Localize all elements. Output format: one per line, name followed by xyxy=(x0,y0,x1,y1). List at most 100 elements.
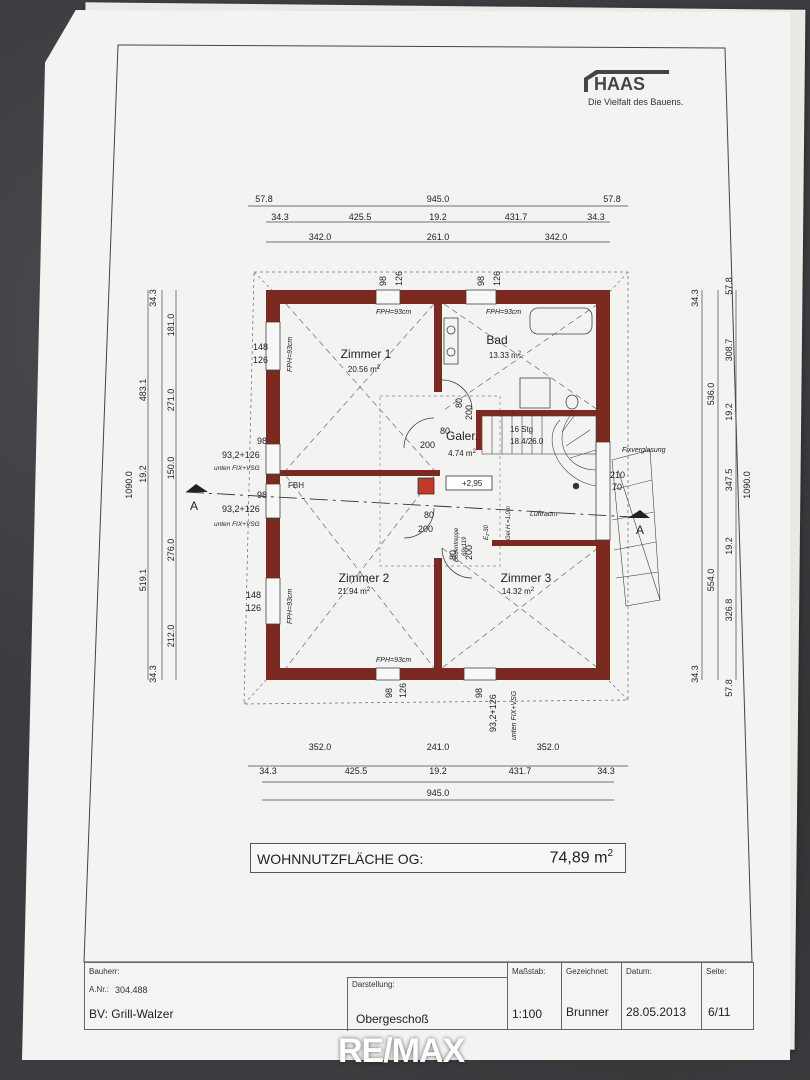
dim-right-in-d: 347.5 xyxy=(724,469,734,492)
dim-left-in-e: 276.0 xyxy=(166,539,176,562)
win-126-bot-1: 126 xyxy=(398,683,408,698)
gelh: Gel.H.=1,0m xyxy=(506,506,512,540)
fbh: FBH xyxy=(288,481,304,490)
dim-top-2-a: 34.3 xyxy=(271,212,289,222)
dim-top-2-c: 19.2 xyxy=(429,212,447,222)
sq-4: 2 xyxy=(367,587,371,593)
haas-logo-icon: HAAS xyxy=(584,70,669,92)
sq-5: 2 xyxy=(531,587,535,593)
room-bad-area: 13.33 m xyxy=(489,351,518,360)
svg-text:14.32 m2: 14.32 m2 xyxy=(502,587,535,596)
dim-right-in-g: 34.3 xyxy=(690,665,700,683)
dim-top-3-b: 261.0 xyxy=(427,232,450,242)
unten-2: unten FIX+VSG xyxy=(214,521,260,528)
section-line xyxy=(185,491,651,519)
dim-top-2-b: 425.5 xyxy=(349,212,372,222)
tb-massstab: 1:100 xyxy=(512,1007,543,1021)
win-148-2: 148 xyxy=(246,590,261,600)
dim-bot-2-a: 34.3 xyxy=(259,766,277,776)
fph-left-2: FPH=93cm xyxy=(287,589,294,624)
win-98-2: 98 xyxy=(257,490,267,500)
svg-text:13.33 m2: 13.33 m2 xyxy=(489,351,522,360)
tb-darstellung: Obergeschoß xyxy=(356,1012,429,1026)
tb-massstab-label: Maßstab: xyxy=(512,967,546,976)
win-126-1: 126 xyxy=(253,355,268,365)
level-mark: +2,95 xyxy=(462,479,483,488)
dim-bot-1-b: 241.0 xyxy=(427,742,450,752)
tb-bauherr-label: Bauherr: xyxy=(89,967,120,976)
haas-logo-text: HAAS xyxy=(594,74,645,92)
win-126-top-2: 126 xyxy=(492,271,502,286)
e230: E₂-30 xyxy=(484,524,490,540)
tb-anr: 304.488 xyxy=(115,985,148,995)
tb-datum-label: Datum: xyxy=(626,967,652,976)
height-210: 210 xyxy=(610,470,625,480)
brand-block: HAAS Die Vielfalt des Bauens. xyxy=(548,60,718,112)
door-200-3: 200 xyxy=(464,405,474,420)
dim-bot-2-d: 431.7 xyxy=(509,766,532,776)
tb-seite-label: Seite: xyxy=(706,967,727,976)
tb-cell-massstab: Maßstab: 1:100 xyxy=(507,963,561,1029)
fixverglasung: Fixverglasung xyxy=(622,447,666,454)
door-200-4: 200 xyxy=(464,545,474,560)
height-70: 70 xyxy=(612,482,622,492)
win-93-bot: 93,2+126 xyxy=(488,694,498,732)
dim-right-mid-c: 554.0 xyxy=(706,569,716,592)
paper-sheet xyxy=(22,10,790,1060)
door-80-3: 80 xyxy=(424,510,434,520)
sheet-frame xyxy=(83,44,753,963)
bodentreppe: Bodentreppe xyxy=(454,527,460,562)
dim-left-outer: 1090.0 xyxy=(124,471,134,499)
dim-left-in-g: 34.3 xyxy=(148,665,158,683)
room-galer-area: 4.74 m xyxy=(448,449,473,458)
sq-1: 2 xyxy=(377,365,381,371)
unten-3: unten FIX+VSG xyxy=(511,690,518,740)
win-98-bot-2: 98 xyxy=(474,688,484,698)
door-200-2: 200 xyxy=(418,524,433,534)
unten-1: unten FIX+VSG xyxy=(214,465,260,472)
door-200-1: 200 xyxy=(420,440,435,450)
door-80-1: 80 xyxy=(454,398,464,408)
brand-tagline: Die Vielfalt des Bauens. xyxy=(588,97,684,107)
room-zimmer3-area: 14.32 m xyxy=(502,587,531,596)
room-zimmer1-name: Zimmer 1 xyxy=(341,347,392,361)
win-98-top-2: 98 xyxy=(476,276,486,286)
dim-right-in-f: 326.8 xyxy=(724,599,734,622)
tb-darstellung-label: Darstellung: xyxy=(352,980,395,989)
tb-cell-gezeichnet: Gezeichnet: Brunner xyxy=(561,963,621,1029)
dim-right-mid-b: 536.0 xyxy=(706,383,716,406)
room-zimmer1-area: 20.56 m xyxy=(348,365,377,374)
dim-left-in-a: 34.3 xyxy=(148,289,158,307)
dim-top-1-a: 57.8 xyxy=(255,194,273,204)
tb-cell-darstellung: Darstellung: Obergeschoß xyxy=(347,977,507,1031)
door-80-2: 80 xyxy=(440,426,450,436)
dim-bot-2-c: 19.2 xyxy=(429,766,447,776)
dim-top-1-b: 945.0 xyxy=(427,194,450,204)
stairs-count: 16 Stg xyxy=(510,425,533,434)
title-block: Bauherr: A.Nr.: 304.488 BV: Grill-Walzer… xyxy=(84,962,754,1031)
tb-gezeichnet: Brunner xyxy=(566,1005,609,1019)
room-zimmer2-area: 21.94 m xyxy=(338,587,367,596)
dim-left-in-f: 212.0 xyxy=(166,625,176,648)
dim-top-3-c: 342.0 xyxy=(545,232,568,242)
dim-bot-2-e: 34.3 xyxy=(597,766,615,776)
svg-text:4.74 m2: 4.74 m2 xyxy=(448,449,476,458)
win-98-bot-1: 98 xyxy=(384,688,394,698)
win-126-2: 126 xyxy=(246,603,261,613)
dim-top-3-a: 342.0 xyxy=(309,232,332,242)
win-98-1: 98 xyxy=(257,436,267,446)
stairs-size: 18.4/26.0 xyxy=(510,437,544,446)
win-98-top-1: 98 xyxy=(378,276,388,286)
chimney xyxy=(417,477,435,495)
fph-left-1: FPH=93cm xyxy=(287,337,294,372)
room-galer-name: Galer. xyxy=(446,429,478,443)
area-summary-number: 74,89 m xyxy=(549,849,608,867)
dim-top-1-c: 57.8 xyxy=(603,194,621,204)
area-summary-sup: 2 xyxy=(607,848,613,859)
tb-bv: BV: Grill-Walzer xyxy=(89,1007,174,1021)
area-summary-box: WOHNNUTZFLÄCHE OG: 74,89 m2 xyxy=(250,843,626,873)
room-zimmer2-name: Zimmer 2 xyxy=(339,571,390,585)
dim-bot-1-c: 352.0 xyxy=(537,742,560,752)
dim-bot-3: 945.0 xyxy=(427,788,450,798)
dim-right-mid-a: 57.8 xyxy=(724,277,734,295)
